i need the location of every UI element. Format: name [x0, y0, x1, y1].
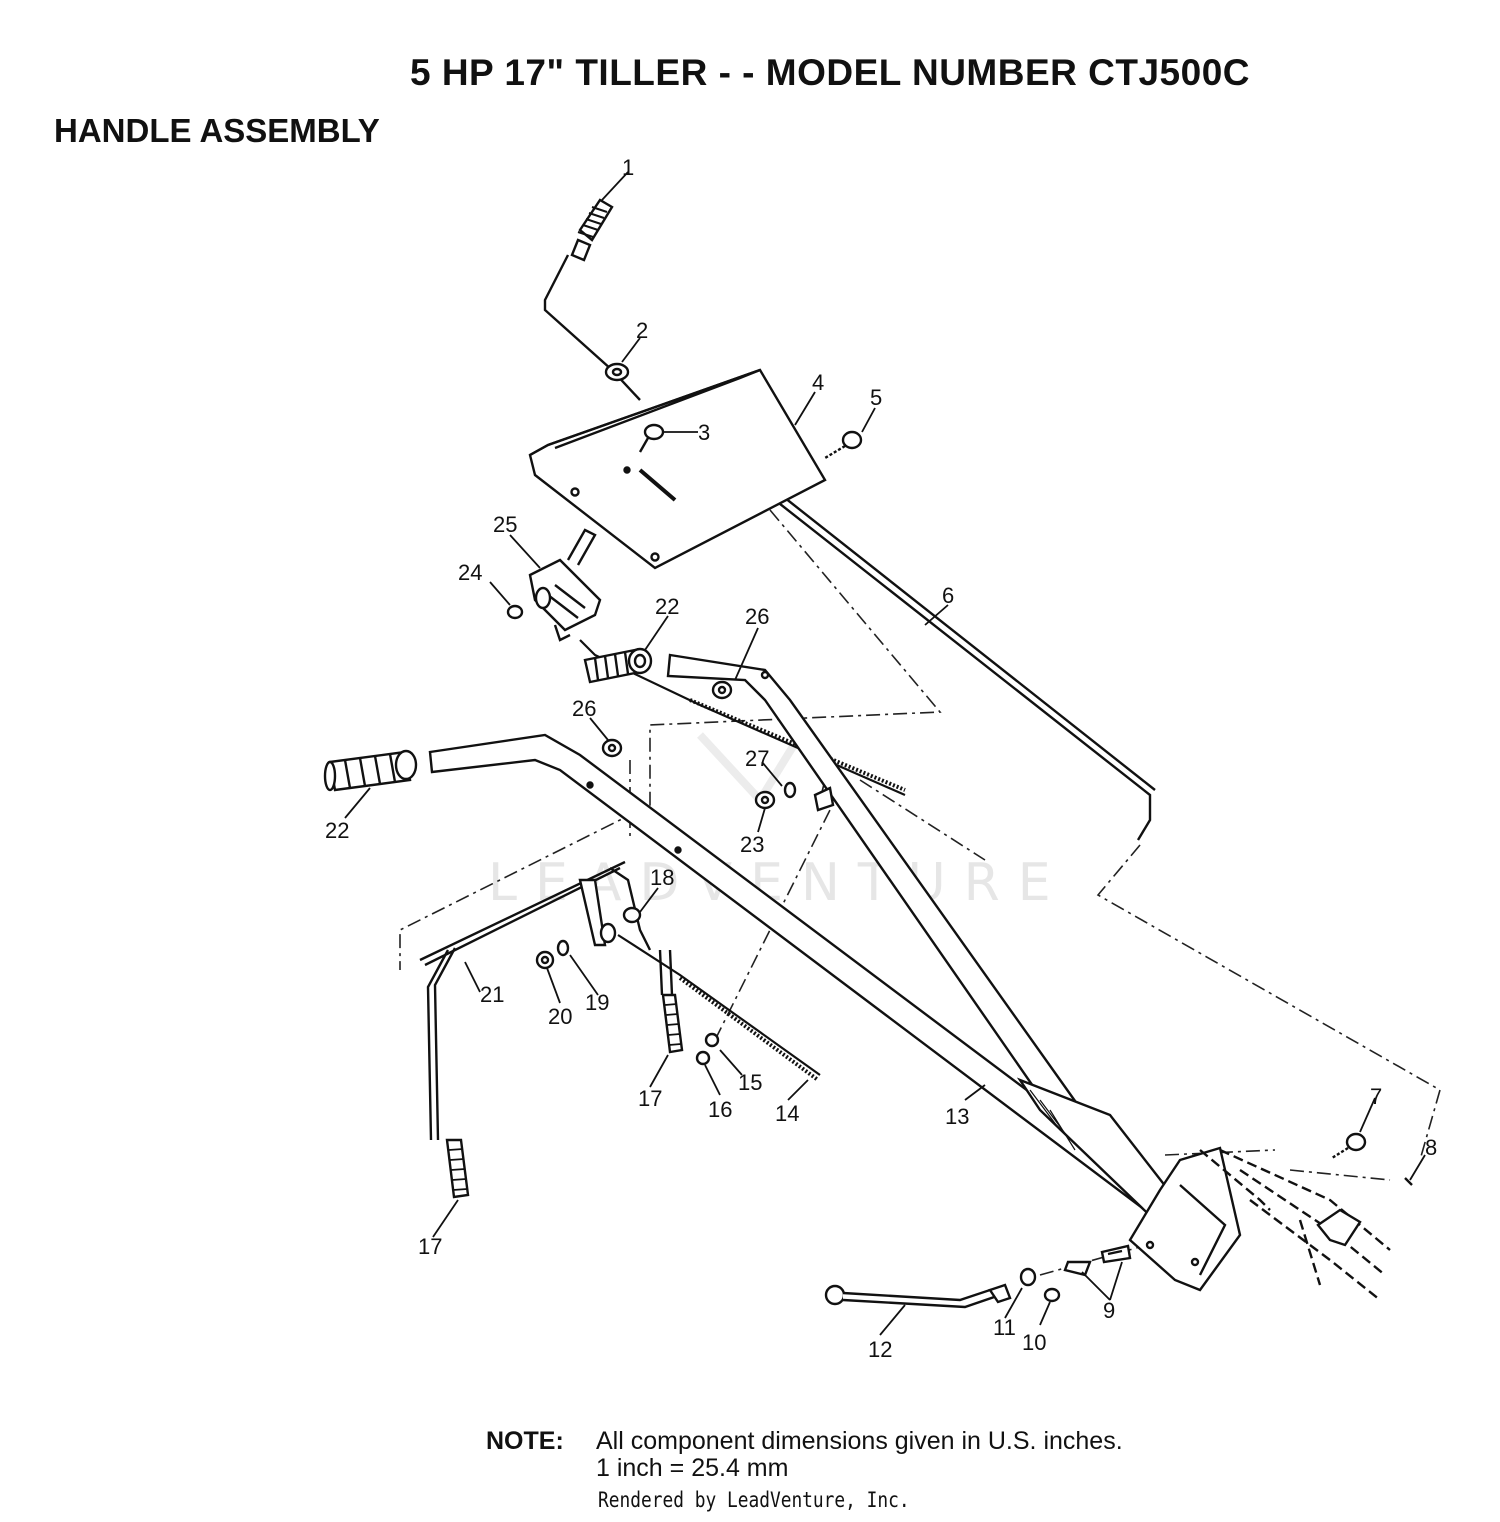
callout-4: 4	[812, 370, 824, 395]
part-14-drive-cable	[617, 934, 821, 1082]
throttle-rod	[543, 198, 641, 401]
callout-15: 15	[738, 1070, 762, 1095]
callout-25: 25	[493, 512, 517, 537]
part-6-control-rod	[774, 493, 1156, 841]
callout-11: 11	[993, 1315, 1016, 1340]
leader-lines	[344, 171, 1426, 1336]
part-25-bracket	[528, 528, 602, 642]
callout-19: 19	[585, 990, 609, 1015]
part-21-drive-bail	[419, 860, 652, 1141]
callout-17b: 17	[418, 1234, 442, 1259]
callout-3: 3	[698, 420, 710, 445]
callout-1: 1	[622, 155, 634, 180]
callout-16: 16	[708, 1097, 732, 1122]
part-5-screw	[824, 430, 863, 460]
part-12-shift-lever	[824, 1244, 1132, 1309]
callout-27: 27	[745, 746, 769, 771]
callout-8: 8	[1425, 1135, 1437, 1160]
callout-labels: 1 2 3 4 5 6 7 8 9 10 11 12 13 14 15 16 1…	[325, 155, 1437, 1362]
callout-12: 12	[868, 1337, 892, 1362]
callout-5: 5	[870, 385, 882, 410]
drive-hardware	[535, 906, 720, 1066]
callout-22a: 22	[655, 594, 679, 619]
small-hardware	[601, 680, 835, 812]
callout-7: 7	[1370, 1084, 1382, 1109]
note-line-2: 1 inch = 25.4 mm	[596, 1454, 789, 1482]
note-line-1: All component dimensions given in U.S. i…	[596, 1427, 1123, 1455]
part-22-upper-grip	[583, 647, 653, 684]
note-label: NOTE:	[486, 1427, 564, 1455]
callout-2: 2	[636, 318, 648, 343]
callout-6: 6	[942, 583, 954, 608]
callout-26b: 26	[572, 696, 596, 721]
callout-20: 20	[548, 1004, 572, 1029]
right-hardware	[1298, 1132, 1413, 1286]
section-title: HANDLE ASSEMBLY	[54, 112, 380, 149]
dimension-note: NOTE: All component dimensions given in U…	[486, 1428, 1123, 1482]
callout-23: 23	[740, 832, 764, 857]
rendered-by-credit: Rendered by LeadVenture, Inc.	[598, 1488, 910, 1512]
part-22-left-grip	[323, 749, 418, 792]
part-2-nut	[604, 362, 630, 382]
callout-26a: 26	[745, 604, 769, 629]
part-4-control-panel	[528, 368, 827, 570]
callout-10: 10	[1022, 1330, 1046, 1355]
callout-24: 24	[458, 560, 482, 585]
callout-22b: 22	[325, 818, 349, 843]
callout-17a: 17	[638, 1086, 662, 1111]
callout-13: 13	[945, 1104, 969, 1129]
part-13-handle-tube	[428, 653, 1198, 1232]
callout-9: 9	[1103, 1298, 1115, 1323]
part-17-grips	[445, 949, 684, 1199]
callout-21: 21	[480, 982, 504, 1007]
part-3-screw	[638, 423, 665, 453]
page-title: 5 HP 17" TILLER - - MODEL NUMBER CTJ500C	[409, 52, 1251, 93]
part-24-nut	[506, 604, 524, 620]
callout-14: 14	[775, 1101, 799, 1126]
callout-18: 18	[650, 865, 674, 890]
transmission-cover	[1128, 1146, 1391, 1301]
